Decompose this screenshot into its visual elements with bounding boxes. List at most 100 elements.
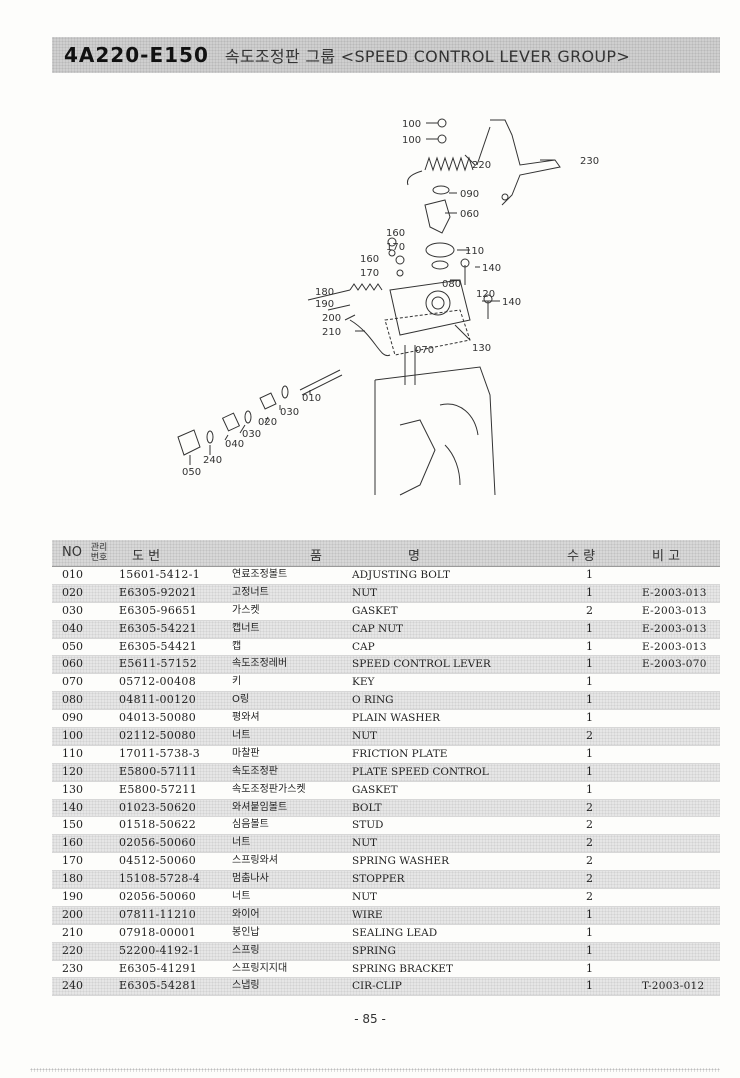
row-no: 030: [62, 603, 83, 617]
row-no: 180: [62, 872, 83, 886]
row-part-no: E6305-41291: [119, 961, 198, 975]
row-english-name: STUD: [352, 819, 384, 832]
callout-030a: 030: [280, 407, 299, 418]
row-korean-name: 속도조정레버: [232, 658, 288, 670]
row-english-name: SPEED CONTROL LEVER: [352, 658, 491, 671]
row-no: 010: [62, 568, 83, 581]
row-korean-name: 스프링와셔: [232, 855, 278, 867]
row-part-no: 04512-50060: [119, 854, 197, 868]
row-english-name: SEALING LEAD: [352, 926, 438, 939]
row-korean-name: 고정너트: [232, 586, 269, 598]
row-english-name: CAP: [352, 640, 375, 653]
callout-090: 090: [460, 189, 479, 200]
row-no: 130: [62, 782, 83, 796]
callout-120: 120: [476, 289, 495, 300]
row-no: 040: [62, 621, 83, 635]
row-part-no: 02056-50060: [119, 836, 197, 850]
row-quantity: 1: [586, 693, 593, 707]
row-part-no: 04811-00120: [119, 693, 197, 707]
row-quantity: 1: [586, 907, 593, 921]
group-code: 4A220-E150: [64, 43, 209, 67]
row-part-no: 02056-50060: [119, 890, 197, 904]
row-remark: T-2003-012: [642, 980, 705, 993]
row-korean-name: 너트: [232, 730, 251, 742]
row-part-no: 07918-00001: [119, 925, 197, 939]
page-header: 4A220-E150 속도조정판 그룹 <SPEED CONTROL LEVER…: [52, 37, 720, 73]
row-part-no: 07811-11210: [119, 907, 197, 921]
row-part-no: E6305-54281: [119, 979, 198, 993]
row-quantity: 2: [586, 836, 593, 850]
row-korean-name: 심음볼트: [232, 819, 269, 831]
spring-drawing: [424, 156, 474, 172]
callout-100b: 100: [402, 135, 421, 146]
diagram-svg: 100 100 220 230 090 060 160 170 160 170 …: [177, 118, 599, 496]
row-part-no: 15601-5412-1: [119, 568, 201, 581]
row-no: 060: [62, 657, 83, 671]
row-part-no: 15108-5728-4: [119, 872, 201, 886]
row-no: 080: [62, 693, 83, 707]
row-no: 150: [62, 818, 83, 832]
row-no: 220: [62, 943, 83, 957]
speed-lever-drawing: [424, 199, 451, 234]
callout-140b: 140: [502, 297, 521, 308]
callout-170a: 170: [386, 242, 405, 253]
callout-210: 210: [322, 327, 341, 338]
row-english-name: SPRING BRACKET: [352, 962, 453, 975]
row-english-name: BOLT: [352, 801, 382, 814]
row-no: 200: [62, 907, 83, 921]
bottom-band: [30, 1068, 720, 1072]
callout-040: 040: [225, 439, 244, 450]
row-korean-name: 키: [232, 676, 242, 688]
row-no: 100: [62, 729, 83, 743]
row-part-no: 04013-50080: [119, 711, 197, 725]
callout-160a: 160: [386, 228, 405, 239]
row-part-no: E5611-57152: [119, 657, 198, 671]
row-korean-name: 와셔붙임볼트: [232, 801, 288, 813]
row-korean-name: 연료조정볼트: [232, 569, 288, 580]
exploded-parts-diagram: 100 100 220 230 090 060 160 170 160 170 …: [160, 105, 620, 500]
row-quantity: 1: [586, 925, 593, 939]
row-english-name: NUT: [352, 891, 378, 904]
row-no: 160: [62, 836, 83, 850]
row-english-name: CIR-CLIP: [352, 980, 402, 993]
row-korean-name: 속도조정판: [232, 765, 278, 777]
row-quantity: 2: [586, 800, 593, 814]
callout-060: 060: [460, 209, 479, 220]
row-part-no: 02112-50080: [119, 729, 197, 743]
row-part-no: E5800-57211: [119, 782, 198, 796]
header-name-right: 명: [408, 549, 420, 564]
row-quantity: 2: [586, 890, 593, 904]
row-korean-name: 봉인납: [232, 926, 260, 938]
header-remark: 비 고: [652, 549, 681, 564]
row-quantity: 1: [586, 764, 593, 778]
adjusting-bolt-drawing: [299, 369, 341, 391]
header-part-no: 도 번: [132, 549, 161, 564]
header-no: NO: [62, 545, 82, 560]
row-quantity: 1: [586, 979, 593, 993]
callout-170b: 170: [360, 268, 379, 279]
row-part-no: E5800-57111: [119, 764, 198, 778]
row-korean-name: 마찰판: [232, 747, 260, 759]
row-quantity: 1: [586, 568, 593, 581]
row-no: 070: [62, 675, 83, 689]
row-quantity: 2: [586, 872, 593, 886]
callout-220: 220: [472, 160, 491, 171]
row-part-no: 52200-4192-1: [119, 943, 201, 957]
row-no: 050: [62, 639, 83, 653]
